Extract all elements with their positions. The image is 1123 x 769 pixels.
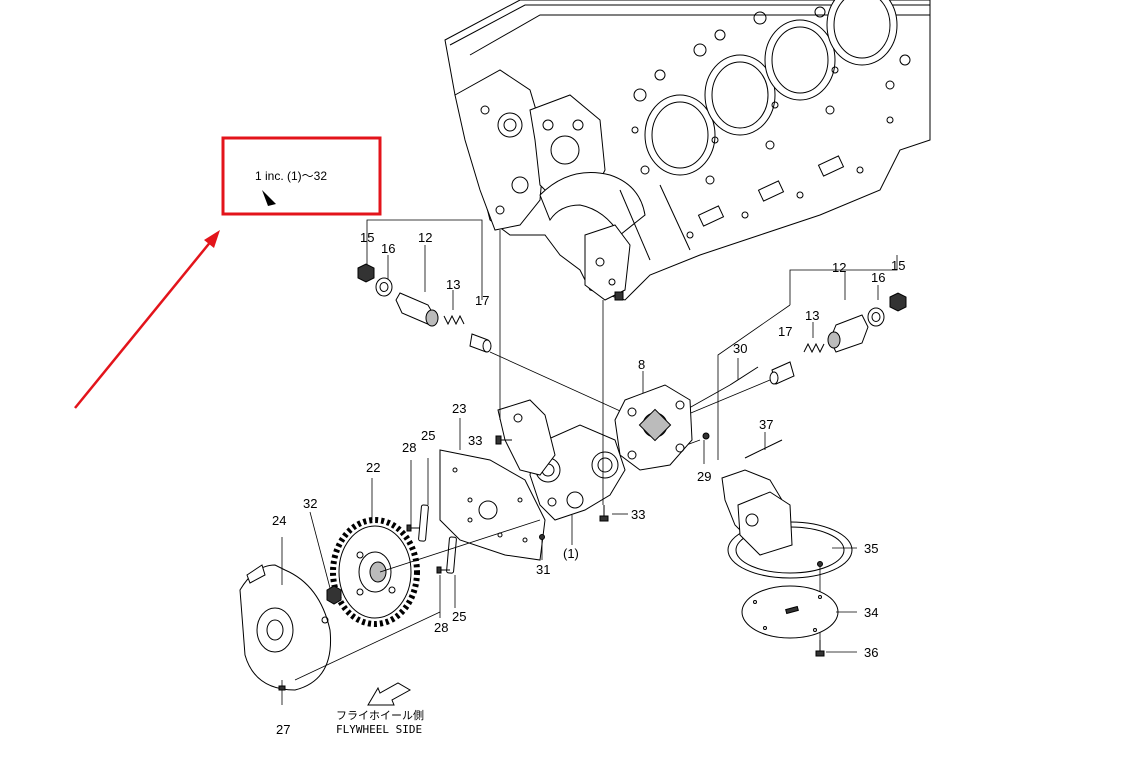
part-labels: 15 16 12 13 17 12 16 15 13 17 30 8 37 29…: [272, 230, 905, 737]
label-32: 32: [303, 496, 317, 511]
label-27: 27: [276, 722, 290, 737]
flywheel-direction-arrow-icon: [367, 682, 412, 706]
label-34: 34: [864, 605, 878, 620]
label-33: 33: [631, 507, 645, 522]
label-17: 17: [475, 293, 489, 308]
bolt-27: [278, 685, 286, 691]
bolt-36: [815, 640, 857, 657]
label-16: 16: [381, 241, 395, 256]
label-29: 29: [697, 469, 711, 484]
red-arrow: [74, 230, 220, 409]
relief-valve-right: [649, 255, 907, 460]
flywheel-side-en: FLYWHEEL SIDE: [336, 723, 422, 736]
label-24: 24: [272, 513, 286, 528]
label-17: 17: [778, 324, 792, 339]
gaskets-and-bolts: [406, 458, 457, 618]
label-33: 33: [468, 433, 482, 448]
label-23: 23: [452, 401, 466, 416]
label-13: 13: [446, 277, 460, 292]
flywheel-side-indicator: フライホイール側 FLYWHEEL SIDE: [336, 682, 424, 736]
label-25: 25: [452, 609, 466, 624]
label-13: 13: [805, 308, 819, 323]
engine-block: [444, 0, 931, 301]
label-28: 28: [402, 440, 416, 455]
nut-32: [309, 511, 342, 605]
label-37: 37: [759, 417, 773, 432]
label-1: (1): [563, 546, 579, 561]
label-35: 35: [864, 541, 878, 556]
highlight-box: [221, 136, 382, 216]
label-36: 36: [864, 645, 878, 660]
label-22: 22: [366, 460, 380, 475]
cover-plate-23: [439, 418, 546, 561]
pointer-triangle-icon: [262, 190, 276, 206]
label-25: 25: [421, 428, 435, 443]
label-8: 8: [638, 357, 645, 372]
label-28: 28: [434, 620, 448, 635]
label-31: 31: [536, 562, 550, 577]
gear-cover-24: [239, 537, 441, 705]
strainer-plate-34: [741, 585, 857, 639]
label-12: 12: [832, 260, 846, 275]
label-30: 30: [733, 341, 747, 356]
label-15: 15: [891, 258, 905, 273]
inclusion-note-text: 1 inc. (1)～32: [255, 169, 327, 183]
flywheel-side-jp: フライホイール側: [336, 709, 424, 722]
oil-strainer-35: [721, 469, 857, 650]
label-15: 15: [360, 230, 374, 245]
inclusion-note-box: 1 inc. (1)～32: [221, 136, 382, 216]
label-12: 12: [418, 230, 432, 245]
label-16: 16: [871, 270, 885, 285]
oil-pump-assembly: [495, 230, 693, 545]
relief-valve-left: [357, 219, 641, 421]
gear-22: [330, 478, 541, 627]
